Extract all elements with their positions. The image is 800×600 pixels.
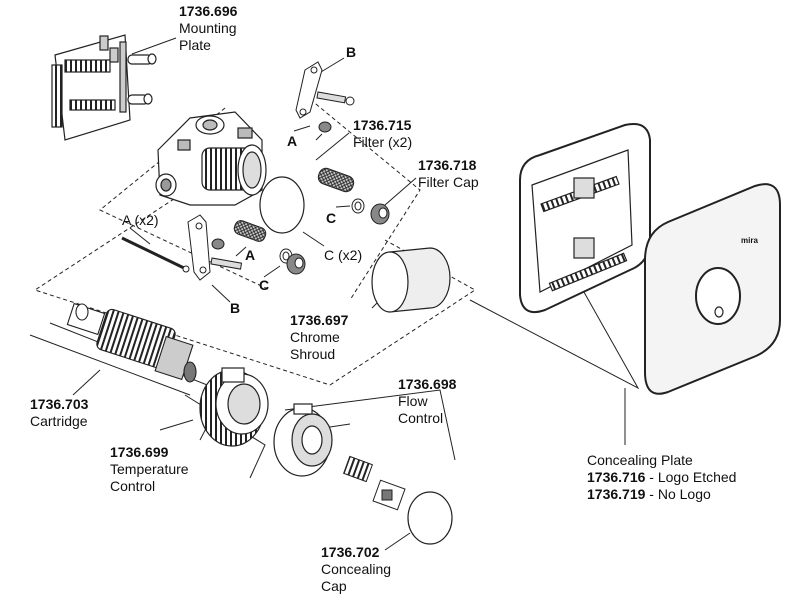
concealing-cap-name-line1: Concealing bbox=[321, 561, 392, 577]
chrome-shroud bbox=[371, 247, 451, 313]
filter-number: 1736.715 bbox=[353, 117, 412, 133]
seal-disc bbox=[259, 176, 305, 234]
filters bbox=[233, 167, 355, 242]
callout-a-x2: A (x2) bbox=[122, 212, 159, 228]
concealing-plate-cover bbox=[644, 183, 781, 395]
concealing-plate-option-logo-etched: 1736.716 - Logo Etched bbox=[587, 469, 736, 486]
chrome-shroud-name-line1: Chrome bbox=[290, 329, 340, 345]
filter-cap-name: Filter Cap bbox=[418, 174, 479, 190]
concealing-plate-label: Concealing Plate 1736.716 - Logo Etched … bbox=[587, 452, 736, 503]
concealing-plate-frame bbox=[519, 123, 651, 314]
bracket-upper bbox=[295, 61, 355, 133]
mounting-plate-name-line2: Plate bbox=[179, 37, 211, 53]
logo-etched-desc: - Logo Etched bbox=[645, 469, 737, 485]
chrome-shroud-name-line2: Shroud bbox=[290, 346, 336, 362]
no-logo-number: 1736.719 bbox=[587, 486, 646, 502]
flow-spring bbox=[343, 455, 406, 511]
cartridge-number: 1736.703 bbox=[30, 396, 89, 412]
temperature-control-number: 1736.699 bbox=[110, 444, 169, 460]
flow-control-name-line1: Flow bbox=[398, 393, 428, 409]
concealing-plate-title: Concealing Plate bbox=[587, 452, 693, 468]
temperature-control-name-line2: Control bbox=[110, 478, 156, 494]
temperature-control-label: 1736.699 Temperature Control bbox=[110, 444, 189, 495]
mounting-plate-number: 1736.696 bbox=[179, 3, 238, 19]
concealing-cap bbox=[407, 491, 453, 545]
callout-b-lower: B bbox=[230, 300, 241, 316]
filter-label: 1736.715 Filter (x2) bbox=[353, 117, 412, 151]
flow-control-number: 1736.698 bbox=[398, 376, 457, 392]
concealing-cap-label: 1736.702 Concealing Cap bbox=[321, 544, 391, 595]
chrome-shroud-number: 1736.697 bbox=[290, 312, 349, 328]
bracket-lower bbox=[121, 214, 243, 281]
temperature-control-name-line1: Temperature bbox=[110, 461, 189, 477]
temperature-control-knob bbox=[199, 367, 269, 447]
filter-cap-number: 1736.718 bbox=[418, 157, 477, 173]
plate-logo-text: mira bbox=[741, 236, 758, 245]
flow-control-name-line2: Control bbox=[398, 410, 444, 426]
callout-c-upper: C bbox=[326, 210, 337, 226]
valve-body bbox=[155, 111, 267, 206]
callout-a-lower: A bbox=[245, 247, 256, 263]
callout-c-x2: C (x2) bbox=[324, 247, 363, 263]
concealing-cap-name-line2: Cap bbox=[321, 578, 347, 594]
mounting-plate bbox=[51, 34, 157, 141]
cartridge-name: Cartridge bbox=[30, 413, 88, 429]
no-logo-desc: - No Logo bbox=[645, 486, 711, 502]
callout-a-upper: A bbox=[287, 133, 298, 149]
mounting-plate-label: 1736.696 Mounting Plate bbox=[179, 3, 237, 54]
flow-control-knob bbox=[273, 403, 333, 477]
logo-etched-number: 1736.716 bbox=[587, 469, 646, 485]
filter-name: Filter (x2) bbox=[353, 134, 413, 150]
callout-b-upper: B bbox=[346, 44, 357, 60]
flow-control-label: 1736.698 Flow Control bbox=[398, 376, 456, 427]
concealing-cap-number: 1736.702 bbox=[321, 544, 380, 560]
mounting-plate-name-line1: Mounting bbox=[179, 20, 237, 36]
callout-c-lower: C bbox=[259, 277, 270, 293]
chrome-shroud-label: 1736.697 Chrome Shroud bbox=[290, 312, 348, 363]
filter-cap-label: 1736.718 Filter Cap bbox=[418, 157, 479, 191]
cartridge-label: 1736.703 Cartridge bbox=[30, 396, 88, 430]
cartridge bbox=[66, 302, 197, 383]
filter-caps-and-seals bbox=[279, 198, 390, 275]
concealing-plate-option-no-logo: 1736.719 - No Logo bbox=[587, 486, 736, 503]
